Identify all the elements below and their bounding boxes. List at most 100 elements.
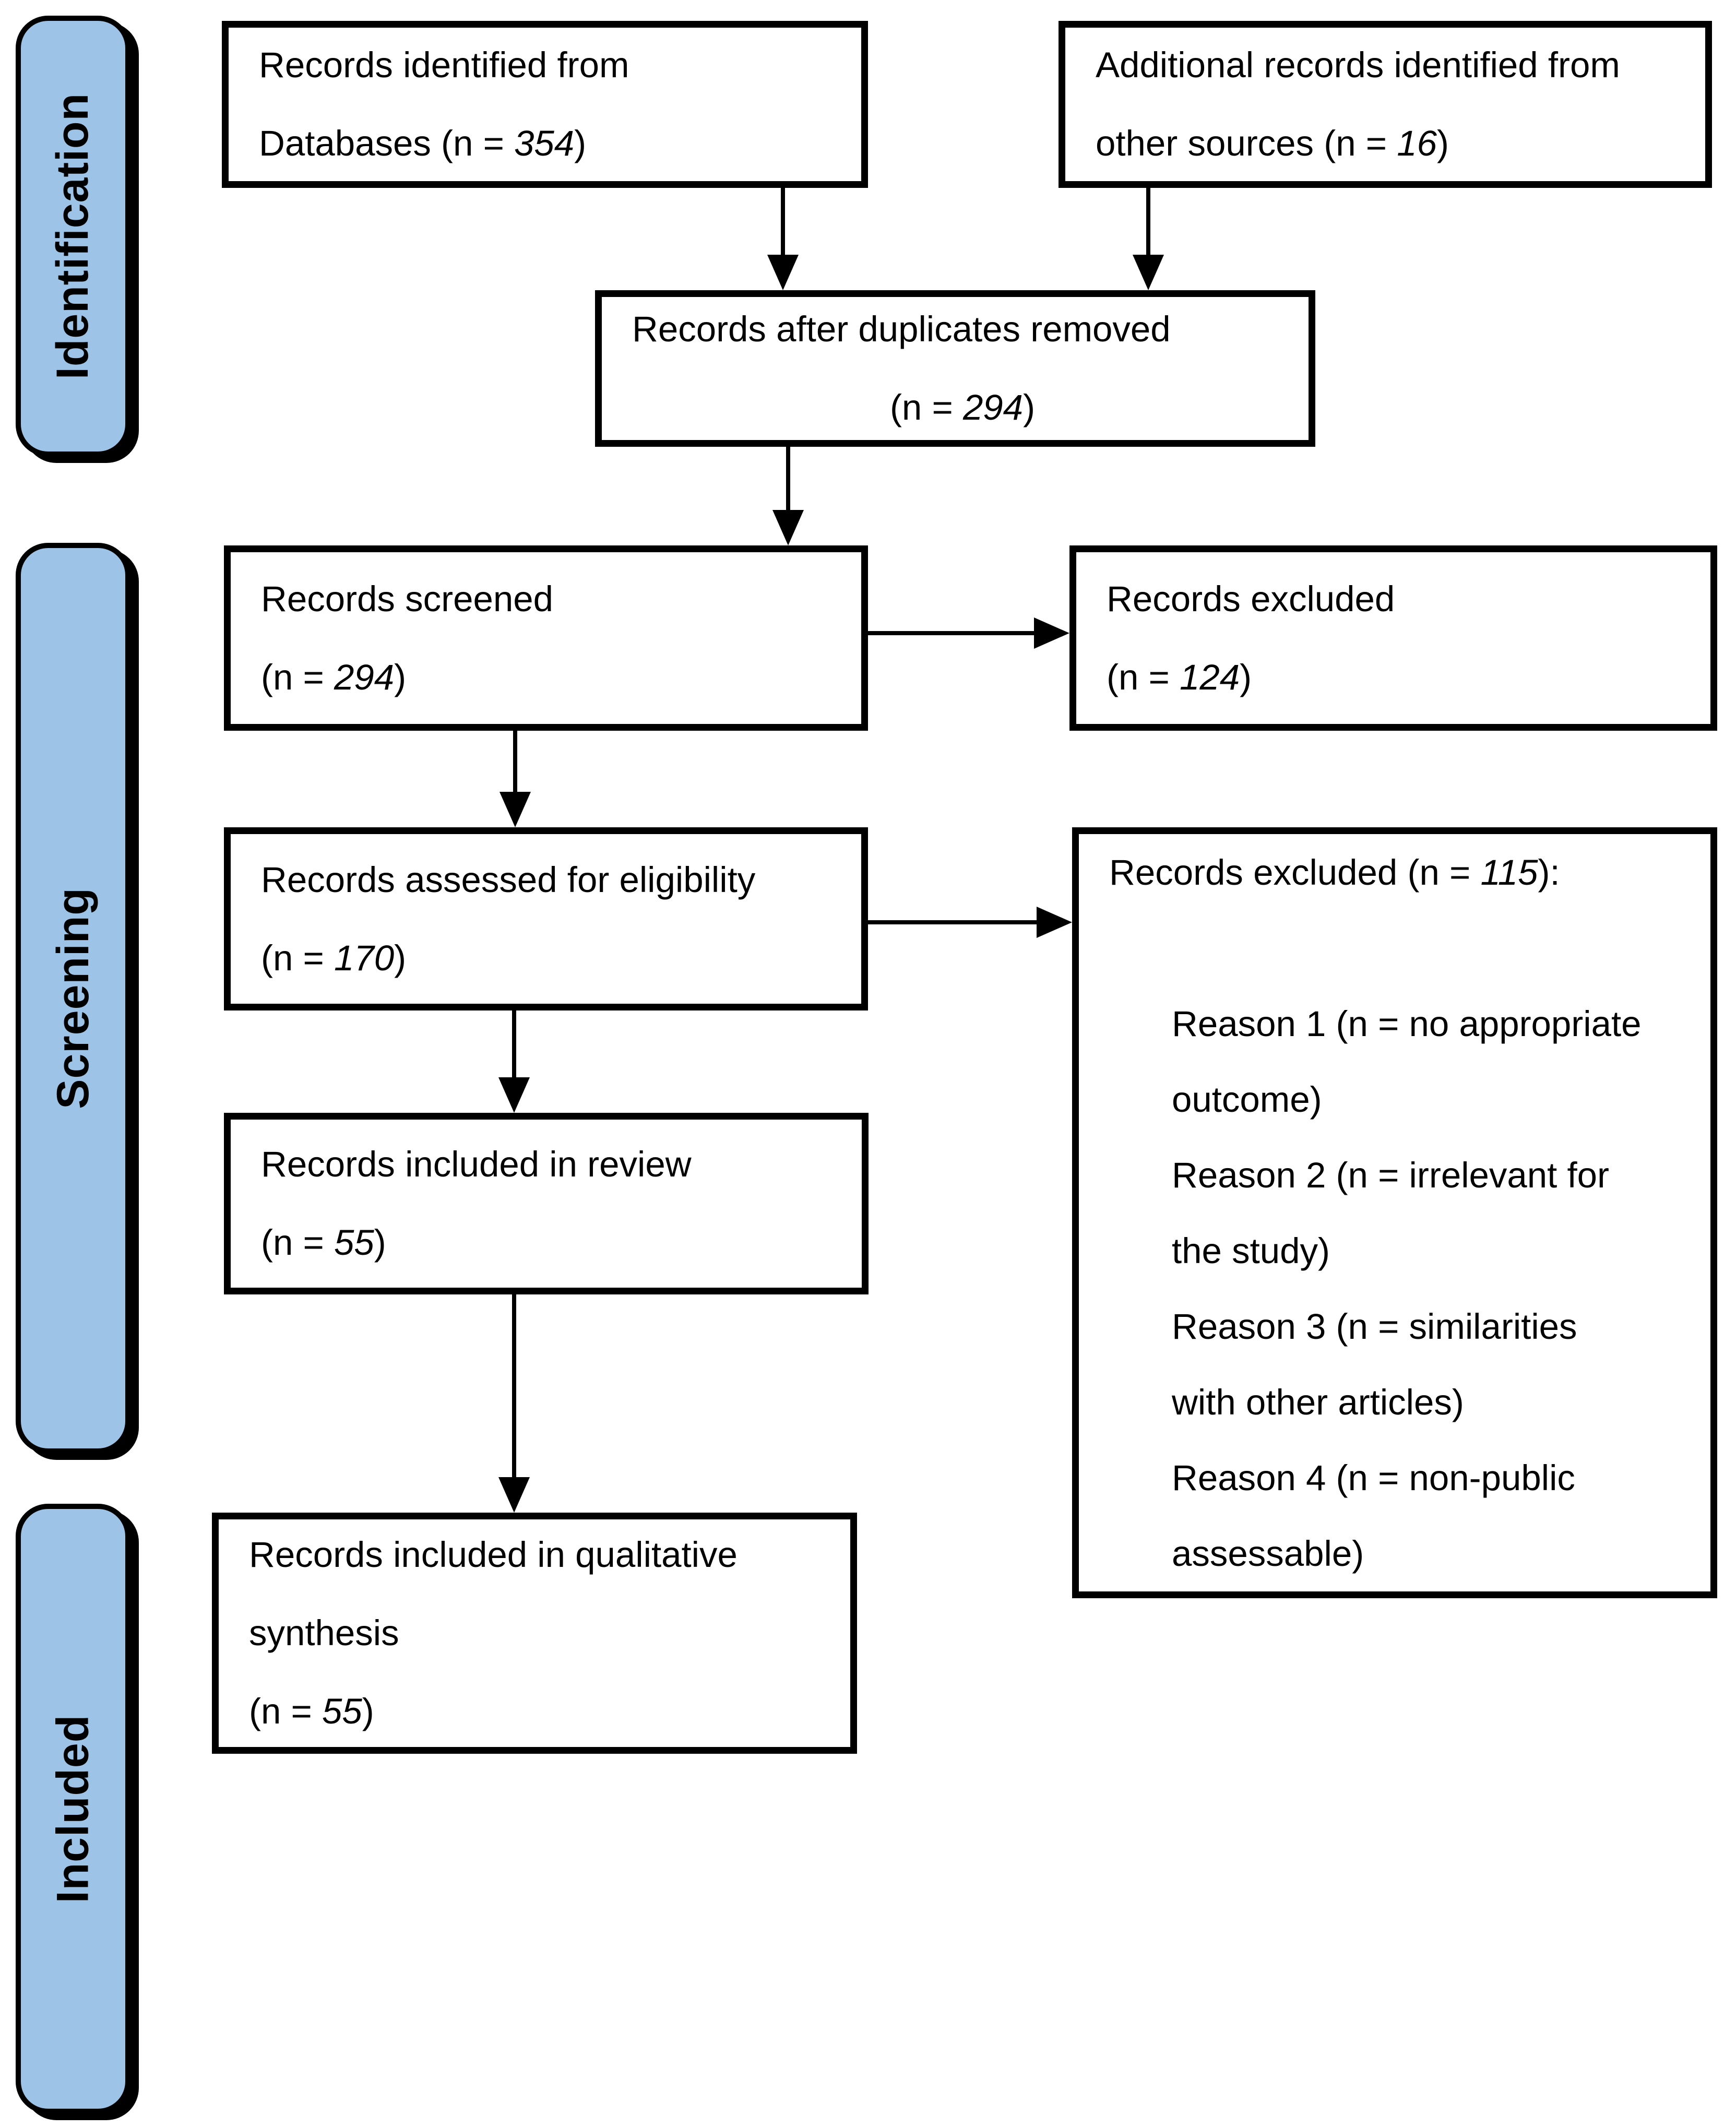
arrow-line — [868, 631, 1036, 635]
box-line: Databases (n = 354) — [259, 104, 846, 183]
box-line: (n = 294) — [632, 368, 1293, 447]
arrow-head-right-icon — [1034, 617, 1069, 649]
arrow-line — [513, 731, 517, 795]
label-text: ) — [362, 1691, 374, 1731]
arrow-line — [868, 920, 1039, 924]
box-line: Records excluded (n = 115): — [1109, 835, 1695, 910]
box-line: Records excluded — [1107, 560, 1695, 638]
label-text: (n = — [261, 657, 334, 697]
label-text: the study) — [1172, 1230, 1330, 1271]
box-line: with other articles) — [1109, 1364, 1695, 1440]
arrow-line — [786, 447, 790, 513]
box-line: Additional records identified from — [1096, 26, 1690, 104]
box-line: (n = 294) — [261, 638, 846, 717]
count-value: 354 — [514, 123, 575, 163]
box-line: (n = 124) — [1107, 638, 1695, 717]
box-line: other sources (n = 16) — [1096, 104, 1690, 183]
box-records-included-qualitative-synthesis: Records included in qualitative synthesis… — [212, 1513, 857, 1754]
box-records-after-duplicates-removed: Records after duplicates removed (n = 294… — [595, 290, 1315, 447]
label-text: ) — [394, 937, 407, 978]
label-text: ) — [374, 1222, 386, 1263]
box-line: (n = 55) — [249, 1672, 835, 1751]
box-line: Reason 3 (n = similarities — [1109, 1289, 1695, 1364]
label-text: ): — [1538, 852, 1560, 893]
label-text: (n = — [261, 1222, 334, 1263]
label-text: outcome) — [1172, 1079, 1322, 1120]
label-text: Records included in qualitative — [249, 1535, 738, 1575]
box-line: outcome) — [1109, 1062, 1695, 1137]
box-line: Records included in review — [261, 1125, 846, 1204]
arrow-line — [512, 1294, 516, 1480]
label-text: (n = — [1107, 657, 1180, 697]
box-line — [1109, 910, 1695, 986]
stage-label-identification-text: Identification — [47, 92, 98, 380]
label-text: Records excluded — [1107, 578, 1395, 619]
label-text: with other articles) — [1172, 1382, 1464, 1422]
box-line: (n = 170) — [261, 919, 846, 997]
stage-label-screening-text: Screening — [47, 887, 98, 1109]
box-line: Records assessed for eligibility — [261, 841, 846, 919]
label-text: (n = — [249, 1691, 322, 1731]
box-line: Records after duplicates removed — [632, 290, 1293, 368]
stage-label-identification: Identification — [16, 16, 130, 457]
stage-label-screening: Screening — [16, 543, 130, 1454]
arrow-head-right-icon — [1037, 907, 1072, 938]
label-text: Records screened — [261, 578, 553, 619]
arrow-head-down-icon — [772, 510, 804, 545]
count-value: 124 — [1180, 657, 1240, 697]
box-line: Reason 4 (n = non-public — [1109, 1440, 1695, 1516]
arrow-line — [1146, 188, 1150, 259]
count-value: 55 — [334, 1222, 374, 1263]
arrow-head-down-icon — [500, 792, 531, 827]
label-text: Reason 3 (n = similarities — [1172, 1306, 1577, 1347]
arrow-head-down-icon — [498, 1077, 530, 1113]
label-text: other sources (n = — [1096, 123, 1397, 163]
label-text: ) — [1436, 123, 1449, 163]
arrow-head-down-icon — [498, 1477, 530, 1513]
arrow-head-down-icon — [767, 255, 799, 290]
arrow-head-down-icon — [1133, 255, 1164, 290]
label-text: Records included in review — [261, 1144, 692, 1184]
box-line: (n = 55) — [261, 1204, 846, 1282]
count-value: 294 — [334, 657, 395, 697]
label-text: synthesis — [249, 1613, 399, 1653]
box-line: Records screened — [261, 560, 846, 638]
box-line: Reason 2 (n = irrelevant for — [1109, 1137, 1695, 1213]
box-line: synthesis — [249, 1594, 835, 1672]
label-text: Records identified from — [259, 45, 629, 85]
label-text: ) — [1023, 387, 1036, 427]
count-value: 115 — [1480, 852, 1538, 893]
label-text: (n = — [261, 937, 334, 978]
stage-label-included: Included — [16, 1504, 130, 2114]
label-text: Reason 2 (n = irrelevant for — [1172, 1155, 1610, 1195]
box-records-excluded-reasons: Records excluded (n = 115): Reason 1 (n … — [1072, 827, 1717, 1598]
box-records-screened: Records screened (n = 294) — [224, 545, 868, 731]
box-line: the study) — [1109, 1213, 1695, 1289]
box-records-excluded: Records excluded (n = 124) — [1069, 545, 1717, 731]
label-text: Reason 4 (n = non-public — [1172, 1457, 1575, 1498]
label-text: Records after duplicates removed — [632, 309, 1171, 349]
stage-label-included-text: Included — [47, 1714, 98, 1904]
label-text: (n = — [889, 387, 963, 427]
count-value: 16 — [1397, 123, 1437, 163]
box-line: Records included in qualitative — [249, 1516, 835, 1594]
label-text: assessable) — [1172, 1533, 1364, 1574]
label-text: Records excluded (n = — [1109, 852, 1481, 893]
arrow-line — [781, 188, 785, 259]
count-value: 294 — [962, 387, 1024, 427]
label-text: Databases (n = — [259, 123, 515, 163]
label-text: ) — [574, 123, 587, 163]
label-text: ) — [394, 657, 407, 697]
count-value: 55 — [322, 1691, 362, 1731]
label-text: Reason 1 (n = no appropriate — [1172, 1003, 1642, 1044]
box-records-assessed-eligibility: Records assessed for eligibility (n = 170… — [224, 827, 868, 1010]
box-line: Records identified from — [259, 26, 846, 104]
box-line: Reason 1 (n = no appropriate — [1109, 986, 1695, 1062]
label-text: Records assessed for eligibility — [261, 859, 756, 900]
count-value: 170 — [334, 937, 395, 978]
box-line: assessable) — [1109, 1516, 1695, 1591]
box-records-included-review: Records included in review (n = 55) — [224, 1113, 869, 1294]
